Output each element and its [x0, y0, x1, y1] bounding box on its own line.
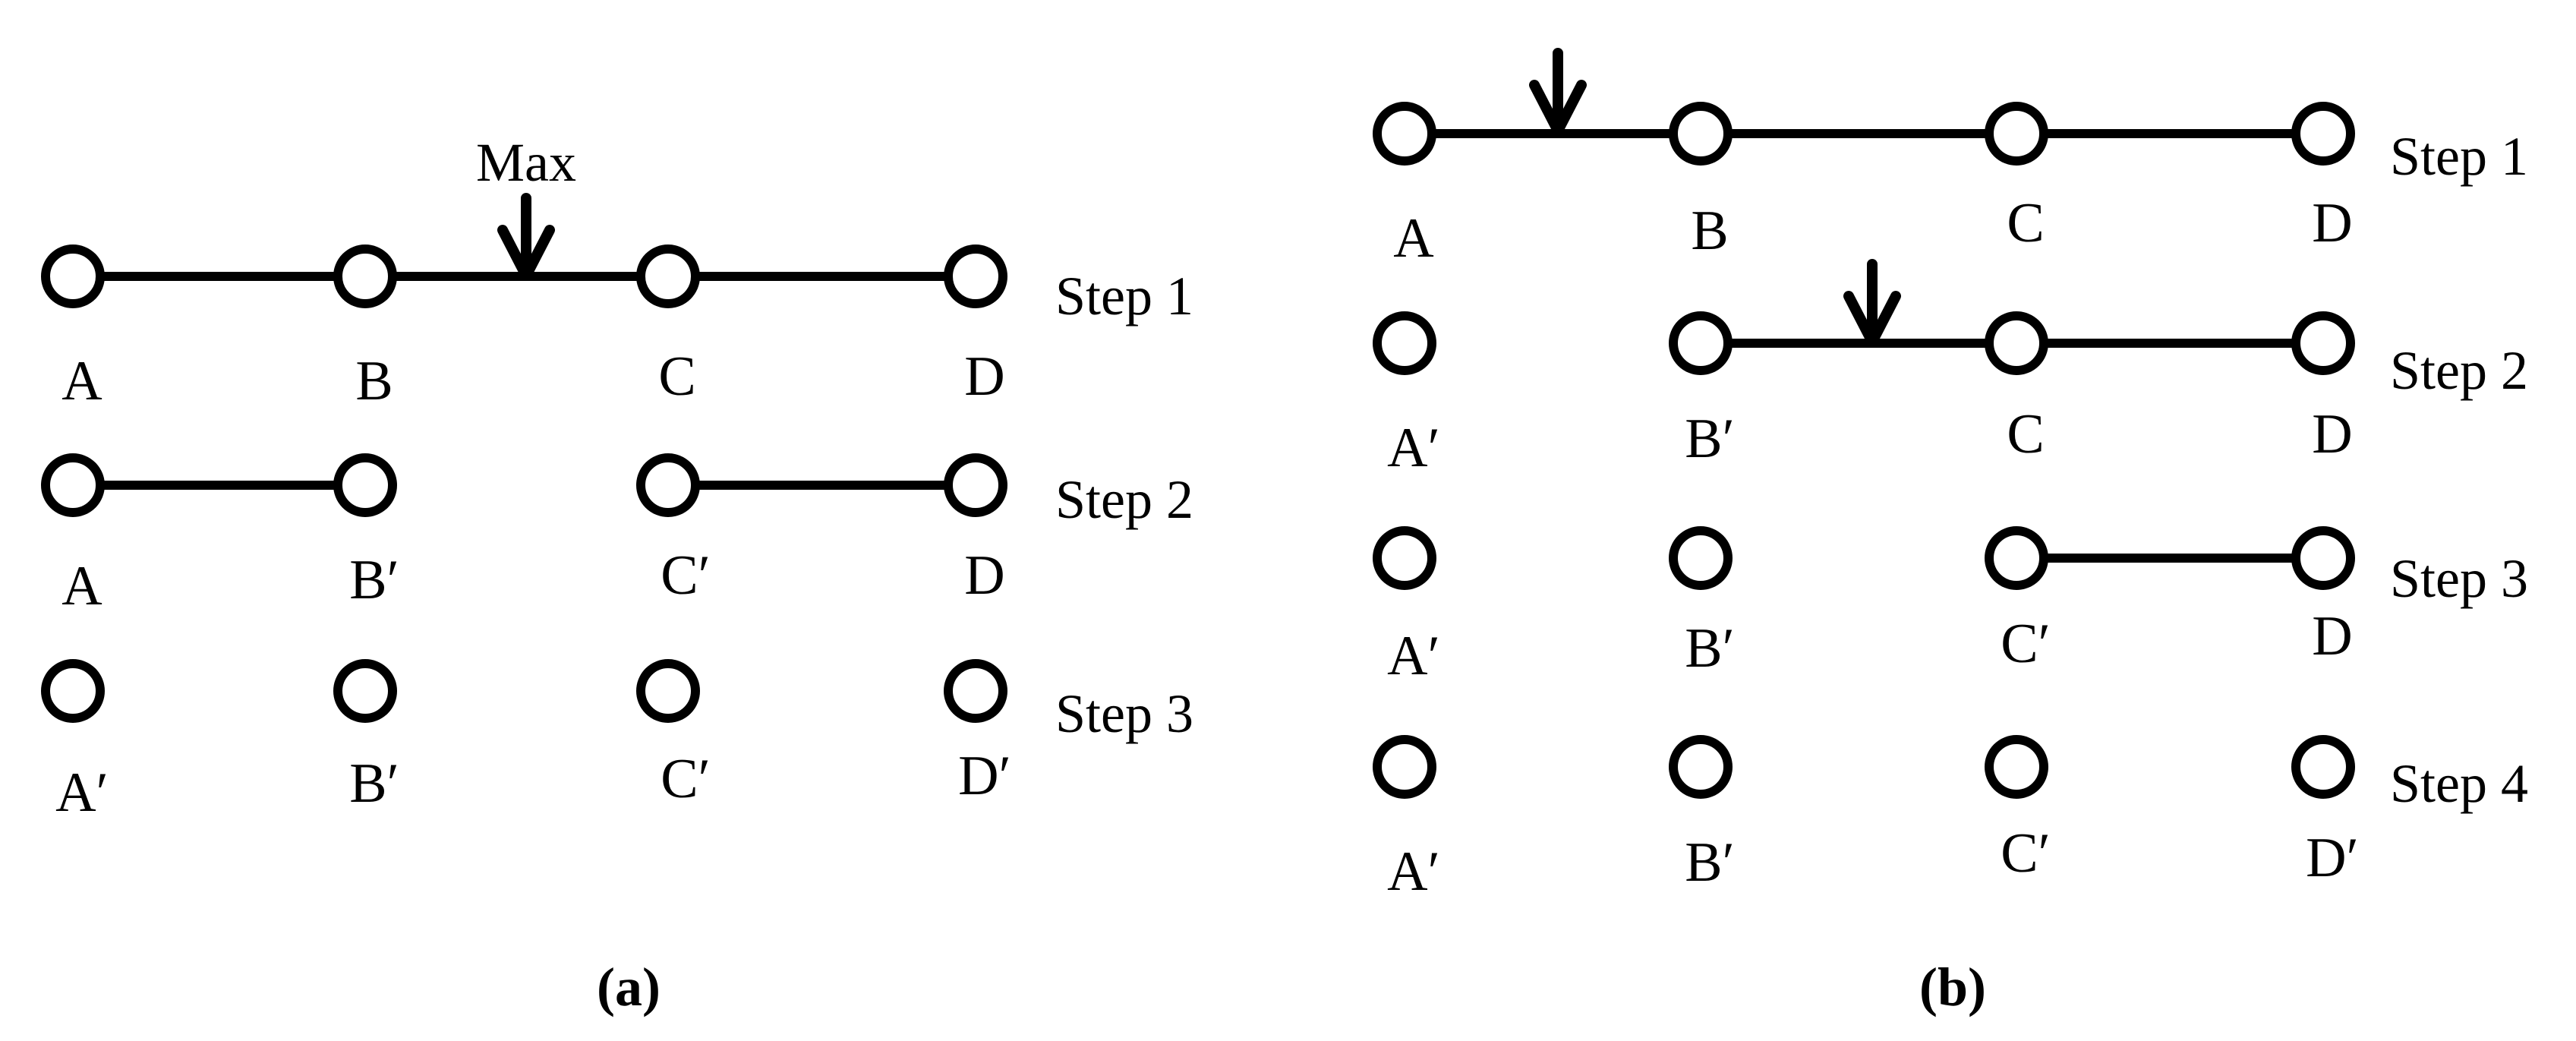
edge-line [2016, 129, 2323, 138]
node-circle [1985, 102, 2048, 166]
edge-line [1701, 129, 2016, 138]
node-circle [1373, 311, 1436, 375]
node-label: C′ [661, 544, 711, 607]
down-arrow-icon [1843, 259, 1901, 347]
node-label: D [2312, 192, 2353, 254]
edge-line [1405, 129, 1701, 138]
node-label: D [964, 345, 1005, 408]
node-circle [333, 244, 397, 308]
node-circle [1669, 311, 1733, 375]
node-label: A′ [1387, 625, 1440, 687]
node-label: B′ [1685, 408, 1735, 470]
node-circle [333, 659, 397, 723]
node-label: A′ [1387, 841, 1440, 903]
node-circle [41, 453, 105, 517]
node-label: C [2007, 192, 2045, 254]
node-label: B [1691, 200, 1729, 262]
node-label: A [1393, 207, 1434, 270]
node-label: C [658, 345, 696, 408]
node-circle [1985, 735, 2048, 799]
step-label: Step 3 [1055, 683, 1194, 744]
step-label: Step 4 [2390, 753, 2529, 814]
edge-line [1701, 339, 2016, 348]
node-label: D [964, 544, 1005, 607]
node-circle [2291, 102, 2355, 166]
node-label: C′ [2001, 613, 2051, 675]
step-label: Step 1 [1055, 266, 1194, 326]
step-label: Step 3 [2390, 548, 2529, 609]
node-circle [1373, 735, 1436, 799]
node-label: A′ [1387, 417, 1440, 479]
node-label: B′ [1685, 617, 1735, 680]
panel-a-caption: (a) [597, 957, 661, 1017]
step-label: Step 2 [2390, 340, 2529, 401]
node-label: B′ [349, 549, 399, 611]
node-label: B′ [1685, 831, 1735, 894]
node-circle [636, 659, 700, 723]
node-circle [333, 453, 397, 517]
node-label: C [2007, 403, 2045, 465]
node-circle [944, 453, 1007, 517]
node-label: D [2312, 605, 2353, 667]
node-circle [944, 244, 1007, 308]
edge-line [668, 272, 976, 281]
node-circle [1373, 102, 1436, 166]
node-label: C′ [661, 748, 711, 810]
node-circle [636, 244, 700, 308]
node-circle [2291, 311, 2355, 375]
node-label: C′ [2001, 822, 2051, 885]
node-circle [2291, 735, 2355, 799]
node-label: D′ [2306, 827, 2359, 889]
node-circle [41, 244, 105, 308]
edge-line [2016, 339, 2323, 348]
edge-line [2016, 554, 2323, 563]
node-circle [1669, 735, 1733, 799]
edge-line [73, 481, 365, 490]
edge-line [365, 272, 668, 281]
down-arrow-icon [1529, 48, 1587, 136]
step-label: Step 2 [1055, 469, 1194, 530]
max-label: Max [476, 132, 576, 193]
node-label: B [355, 350, 393, 412]
node-label: A′ [55, 762, 109, 824]
node-label: D′ [958, 745, 1011, 807]
node-circle [1669, 102, 1733, 166]
node-circle [1669, 526, 1733, 590]
panel-b-caption: (b) [1919, 957, 1986, 1017]
node-circle [636, 453, 700, 517]
edge-line [73, 272, 365, 281]
node-circle [41, 659, 105, 723]
down-arrow-icon [497, 193, 555, 281]
step-label: Step 1 [2390, 126, 2529, 187]
node-circle [1985, 526, 2048, 590]
node-circle [1373, 526, 1436, 590]
node-circle [944, 659, 1007, 723]
node-circle [1985, 311, 2048, 375]
node-label: D [2312, 403, 2353, 465]
edge-line [668, 481, 976, 490]
node-label: A [61, 350, 102, 412]
node-label: A [61, 555, 102, 617]
node-label: B′ [349, 752, 399, 815]
node-circle [2291, 526, 2355, 590]
